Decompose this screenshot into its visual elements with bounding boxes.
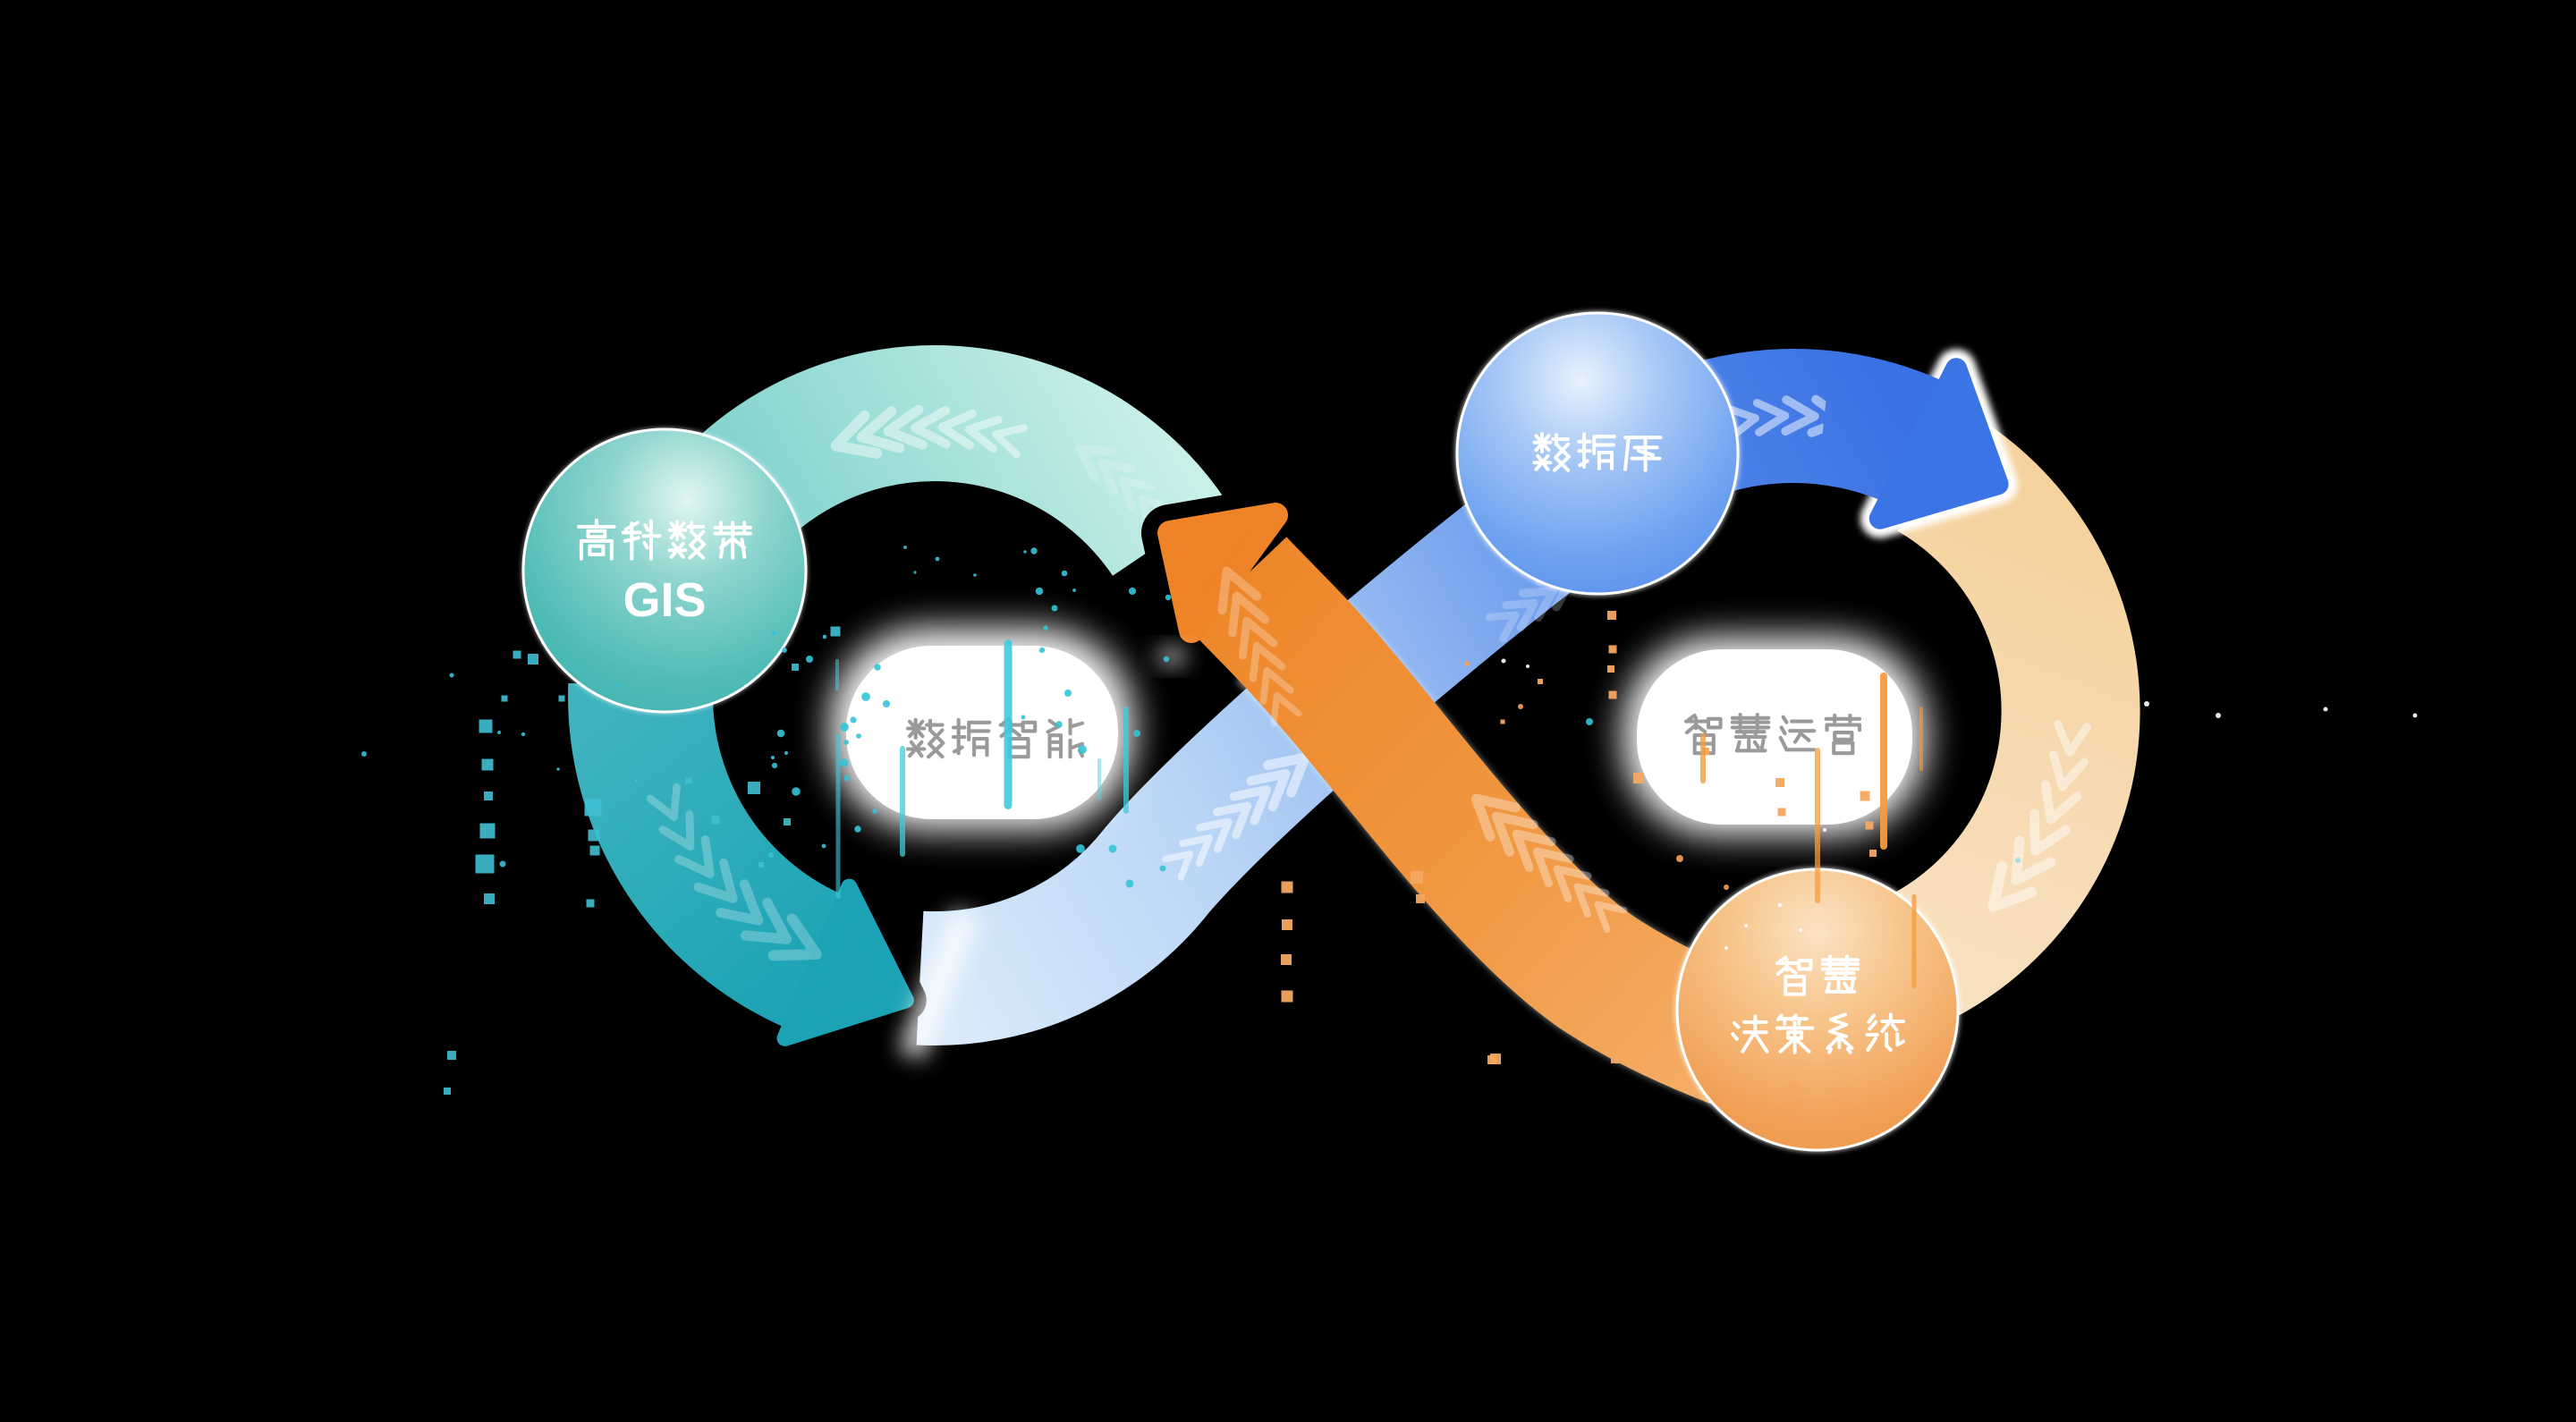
svg-text:GIS: GIS <box>623 573 706 627</box>
